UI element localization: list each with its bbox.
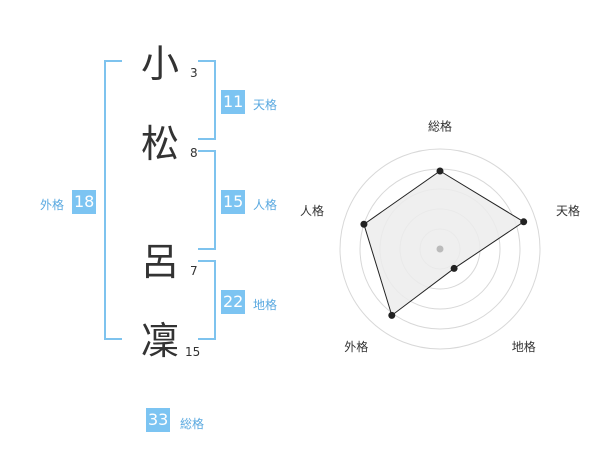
radar-axis-label: 人格 xyxy=(300,203,324,218)
chikaku-score: 22 xyxy=(221,290,246,314)
radar-axis-label: 地格 xyxy=(512,339,536,354)
radar-axis-label: 天格 xyxy=(556,203,580,218)
tenkaku-score: 11 xyxy=(221,90,246,114)
soukaku-label: 総格 xyxy=(180,417,205,431)
jinkaku-score: 15 xyxy=(221,190,246,214)
gaikaku-label: 外格 xyxy=(40,198,65,212)
tenkaku-bracket xyxy=(198,60,216,140)
radar-series-area xyxy=(363,170,525,317)
gaikaku-score: 18 xyxy=(72,190,97,214)
stroke-count-2: 8 xyxy=(190,146,198,160)
chikaku-label: 地格 xyxy=(253,298,278,312)
radar-axis-label: 外格 xyxy=(344,339,368,354)
chikaku-bracket xyxy=(198,260,216,340)
gaikaku-bracket xyxy=(104,60,122,340)
radar-center-point xyxy=(436,245,444,253)
stroke-count-1: 3 xyxy=(190,66,198,80)
radar-point xyxy=(450,264,458,272)
tenkaku-label: 天格 xyxy=(253,98,278,112)
name-char-4: 凜 xyxy=(141,319,180,363)
jinkaku-bracket xyxy=(198,150,216,250)
name-char-2: 松 xyxy=(141,122,180,166)
name-char-1: 小 xyxy=(141,42,180,86)
soukaku-score: 33 xyxy=(146,408,171,432)
jinkaku-label: 人格 xyxy=(253,198,278,212)
radar-point xyxy=(436,167,444,175)
radar-axis-label: 総格 xyxy=(428,119,452,134)
name-char-3: 呂 xyxy=(141,240,180,284)
stroke-count-3: 7 xyxy=(190,264,198,278)
radar-point xyxy=(360,220,368,228)
radar-point xyxy=(388,311,396,319)
radar-point xyxy=(520,218,528,226)
stroke-count-4: 15 xyxy=(185,345,201,359)
